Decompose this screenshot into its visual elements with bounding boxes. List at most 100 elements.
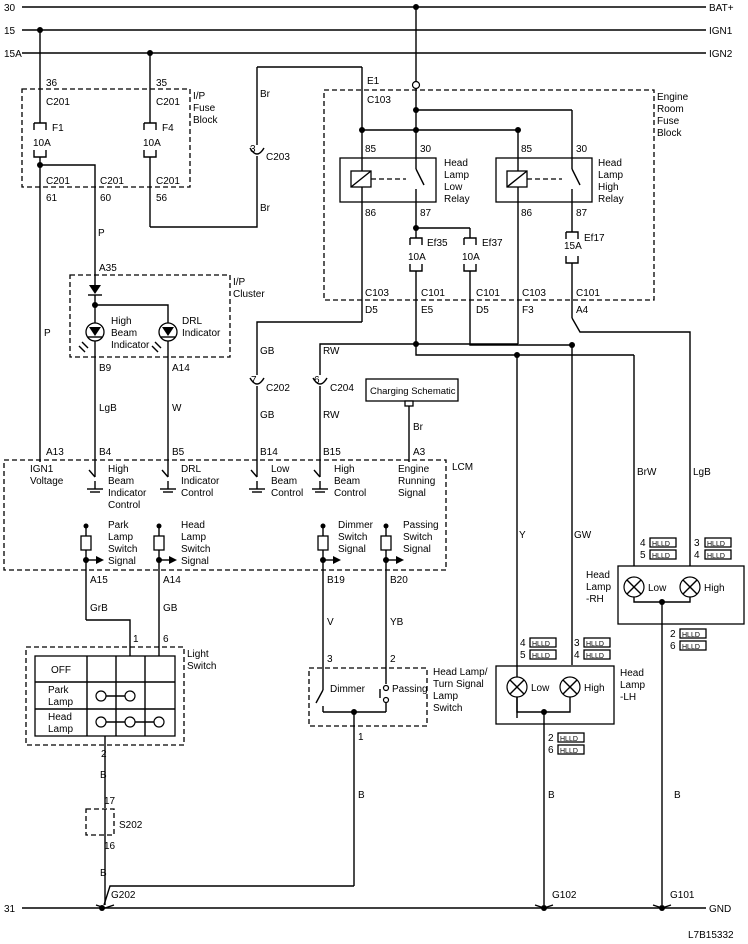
rh-tag6-t: HLLD xyxy=(682,644,700,651)
ef17-name: Ef17 xyxy=(584,233,605,244)
ip-cluster: I/P Cluster A35 P High Beam Indicator DR… xyxy=(44,228,265,455)
relay-high-title-4: Relay xyxy=(598,194,624,205)
lh-tag3-t: HLLD xyxy=(586,641,604,648)
lcm-eng-1: Engine xyxy=(398,464,430,475)
lcm-module: LCM A13 B4 B5 B14 B15 A3 IGN1 Voltage Hi… xyxy=(3,447,473,690)
lcm-park-4: Signal xyxy=(108,556,136,567)
lh-tag3-n: 3 xyxy=(574,638,580,649)
rh-title-3: -RH xyxy=(586,594,604,605)
ds-pin1: 1 xyxy=(358,732,364,743)
rh-tag1-n: 4 xyxy=(640,538,646,549)
cluster-title-2: Cluster xyxy=(233,289,265,300)
wire-p-ign: P xyxy=(44,328,51,339)
ds-pin3: 3 xyxy=(327,654,333,665)
lcm-pass-2: Switch xyxy=(403,532,432,543)
ls-row-off: OFF xyxy=(51,665,71,676)
wire-y: Y xyxy=(519,530,526,541)
relay-low-87: 87 xyxy=(420,208,432,219)
eb-conn-4: C103 xyxy=(522,288,546,299)
s202-splice: 17 S202 16 B G202 xyxy=(85,796,143,911)
f4-name: F4 xyxy=(162,123,174,134)
e1-label: E1 xyxy=(367,76,380,87)
lcm-pin-b15: B15 xyxy=(323,447,341,458)
wire-b-lh: B xyxy=(548,790,555,801)
wire-b-dimmer: B xyxy=(358,790,365,801)
ef35-name: Ef35 xyxy=(427,238,448,249)
lh-low: Low xyxy=(531,683,550,694)
wire-gb-bot: GB xyxy=(260,410,275,421)
lh-title-1: Head xyxy=(620,668,644,679)
lcm-dim-1: Dimmer xyxy=(338,520,374,531)
lcm-park-2: Lamp xyxy=(108,532,133,543)
lcm-hbc-1: High xyxy=(334,464,355,475)
relay-high-title-3: High xyxy=(598,182,619,193)
lh-tag4-n: 4 xyxy=(574,650,580,661)
wire-brw: BrW xyxy=(637,467,657,478)
ls-pin6: 6 xyxy=(163,634,169,645)
lcm-hbc-3: Control xyxy=(334,488,366,499)
wire-p-cluster: P xyxy=(98,228,105,239)
wire-b-rh: B xyxy=(674,790,681,801)
wire-br-charging: Br xyxy=(413,422,424,433)
f1-rating: 10A xyxy=(33,138,51,149)
rail-30-label: 30 xyxy=(4,3,16,14)
wire-w: W xyxy=(172,403,182,414)
charging-label: Charging Schematic xyxy=(370,386,456,397)
ls-row-park-2: Lamp xyxy=(48,697,73,708)
relay-high-title-2: Lamp xyxy=(598,170,623,181)
ef35-rating: 10A xyxy=(408,252,426,263)
rh-tag5-t: HLLD xyxy=(682,632,700,639)
rh-tag2-t: HLLD xyxy=(652,553,670,560)
lcm-eng-2: Running xyxy=(398,476,435,487)
lh-tag6-t: HLLD xyxy=(560,748,578,755)
ds-title-2: Turn Signal xyxy=(433,679,484,690)
relay-low-title-3: Low xyxy=(444,182,463,193)
lcm-pin-b19: B19 xyxy=(327,575,345,586)
f4-pin-top: 35 xyxy=(156,78,168,89)
lcm-lb-1: Low xyxy=(271,464,290,475)
lcm-head-2: Lamp xyxy=(181,532,206,543)
ds-dimmer: Dimmer xyxy=(330,684,366,695)
lh-tag1-n: 4 xyxy=(520,638,526,649)
rh-tag4-t: HLLD xyxy=(707,553,725,560)
ign1-label: IGN1 xyxy=(709,26,733,37)
lcm-ign1-2: Voltage xyxy=(30,476,64,487)
f1-pin-top: 36 xyxy=(46,78,58,89)
engine-fuse-title-1: Engine xyxy=(657,92,689,103)
ef17-rating: 15A xyxy=(564,241,582,252)
ground-g102: G102 xyxy=(552,890,577,901)
ground-g101: G101 xyxy=(670,890,695,901)
wire-lgb: LgB xyxy=(99,403,117,414)
c204-pin: 6 xyxy=(314,375,320,386)
rh-low: Low xyxy=(648,583,667,594)
rail-31-label: 31 xyxy=(4,904,16,915)
ign2-label: IGN2 xyxy=(709,49,733,60)
eb-pin-4: F3 xyxy=(522,305,534,316)
lh-tag5-n: 2 xyxy=(548,733,554,744)
lcm-pin-a3: A3 xyxy=(413,447,426,458)
lcm-hb-4: Control xyxy=(108,500,140,511)
lcm-park-1: Park xyxy=(108,520,130,531)
eb-conn-1: C103 xyxy=(365,288,389,299)
lcm-park-3: Switch xyxy=(108,544,137,555)
cluster-hb-2: Beam xyxy=(111,328,137,339)
lcm-pin-a14b: A14 xyxy=(163,575,181,586)
rh-tag3-n: 3 xyxy=(694,538,700,549)
mid-pin: 60 xyxy=(100,193,112,204)
light-switch: GrB GB 1 6 Light Switch OFF Park Lamp He… xyxy=(25,603,216,808)
rh-title-1: Head xyxy=(586,570,610,581)
wire-b-s202: B xyxy=(100,868,107,879)
rh-tag1-t: HLLD xyxy=(652,541,670,548)
engine-output-wiring: Y GW BrW LgB xyxy=(256,317,711,718)
ds-title-1: Head Lamp/ xyxy=(433,667,488,678)
ip-fuse-block: I/P Fuse Block 36 C201 F1 10A C201 61 35… xyxy=(21,27,218,455)
head-lamp-lh: Head Lamp -LH Low High 4 HLLD 5 HLLD 3 H… xyxy=(495,637,645,911)
wire-grb: GrB xyxy=(90,603,108,614)
rail-15-label: 15 xyxy=(4,26,16,37)
c202-c204: 7 C202 GB GB 6 C204 RW RW xyxy=(249,346,354,455)
ef37-rating: 10A xyxy=(462,252,480,263)
relay-high-30: 30 xyxy=(576,144,588,155)
ip-fuse-title-2: Fuse xyxy=(193,103,216,114)
c203-wire-top: Br xyxy=(260,89,271,100)
lcm-head-4: Signal xyxy=(181,556,209,567)
